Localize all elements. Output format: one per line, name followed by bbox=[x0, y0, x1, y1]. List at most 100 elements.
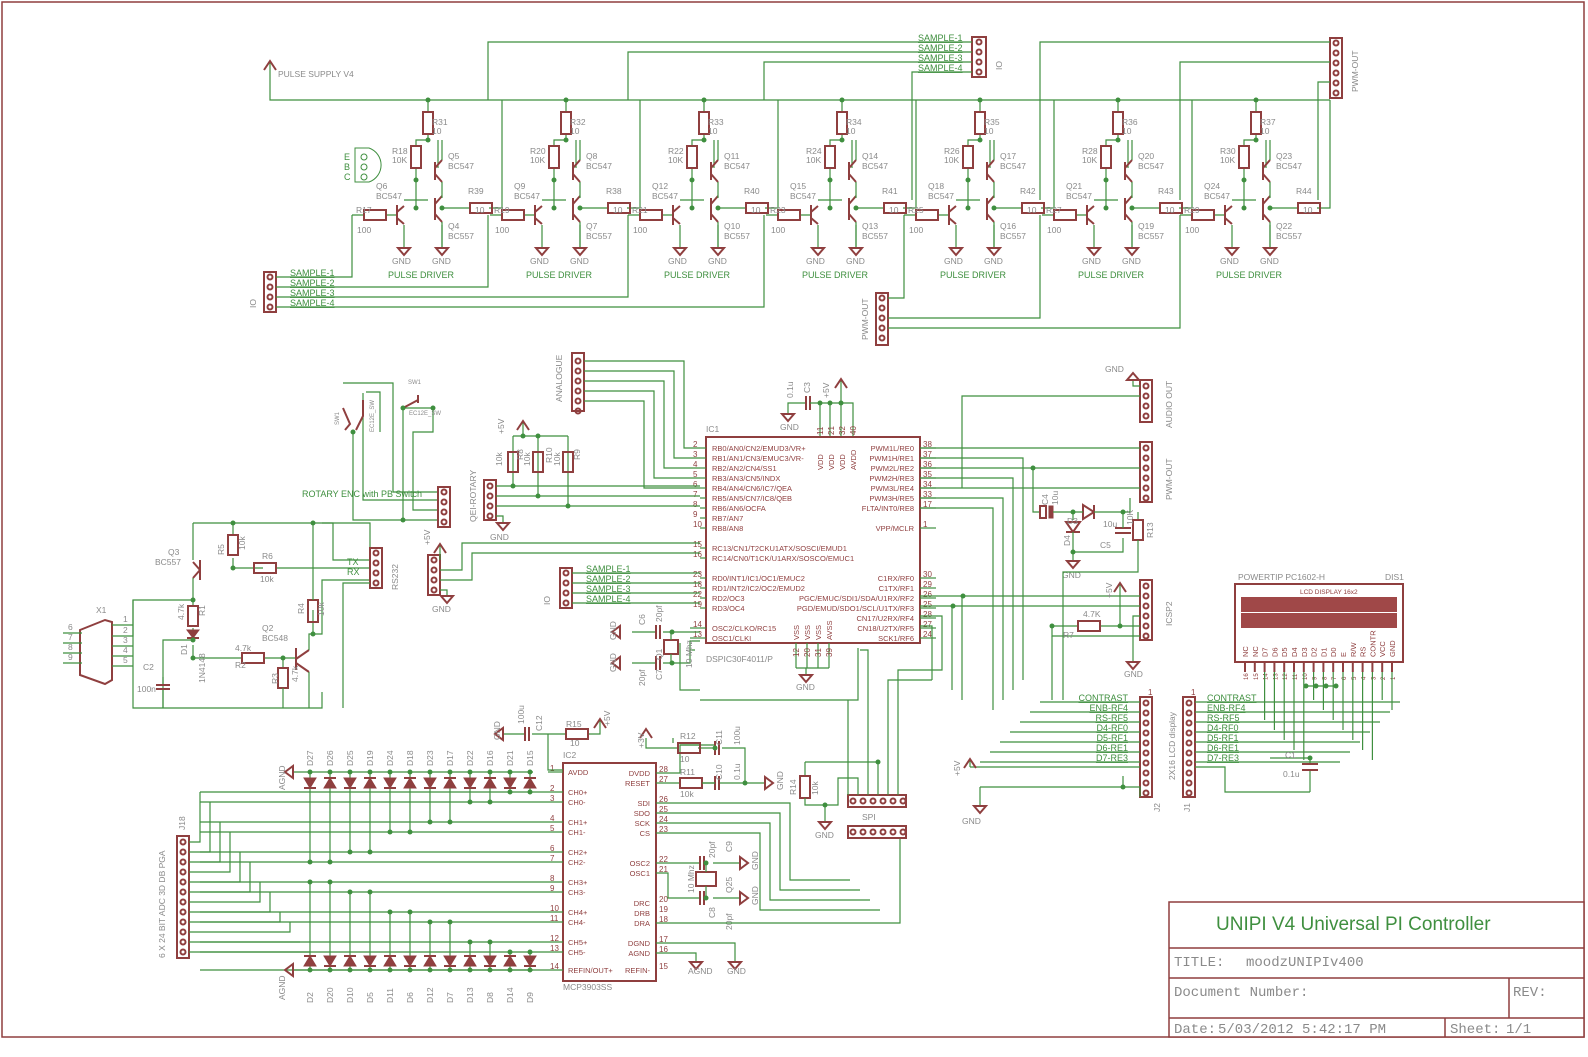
sw1-part: EC12E_SW bbox=[409, 411, 441, 417]
diode-ref: D7 bbox=[445, 992, 455, 1003]
spi-pin bbox=[879, 828, 887, 836]
net-sample-3-mid: SAMPLE-3 bbox=[586, 584, 631, 594]
ic1-pin-name: VSS bbox=[814, 625, 823, 640]
j18-pin bbox=[179, 838, 187, 846]
diode-ref: D15 bbox=[525, 750, 535, 766]
qhi-ref: Q23 bbox=[1276, 151, 1292, 161]
q1-ref: Q1 bbox=[654, 648, 664, 660]
ic1-pin-name: RD0/INT1/IC1/OC1/EMUC2 bbox=[712, 574, 805, 583]
ic1-pin-name: PWM2H/RE3 bbox=[869, 474, 914, 483]
c10-val: 0.1u bbox=[732, 763, 742, 780]
ic1-pin-num: 1 bbox=[923, 520, 928, 529]
ic1-pin-num: 32 bbox=[838, 426, 847, 435]
c8-val: 20pf bbox=[724, 913, 734, 930]
spi-pin bbox=[899, 828, 907, 836]
net-sample-4: SAMPLE-4 bbox=[918, 63, 963, 73]
ic1-pin-num: 5 bbox=[693, 470, 698, 479]
ic1-pin-name: RD3/OC4 bbox=[712, 604, 745, 613]
net-rx: RX bbox=[347, 567, 360, 577]
rs232-section: TX RX RS232 Q3 BC557 R5 10k R6 10k 4.7k … bbox=[132, 520, 400, 709]
io-connector-left: SAMPLE-1 SAMPLE-2 SAMPLE-3 SAMPLE-4 IO bbox=[248, 215, 765, 313]
ic1-pin-num: 29 bbox=[923, 580, 932, 589]
ic1-pin-name: C1RX/RF0 bbox=[878, 574, 914, 583]
spi-pin bbox=[859, 797, 867, 805]
rin-ref: R23 bbox=[770, 205, 786, 215]
db9-pin-num: 1 bbox=[123, 614, 128, 624]
ic2-pin-num: 17 bbox=[659, 935, 668, 944]
rb-ref: R26 bbox=[944, 146, 960, 156]
sw1-ref-2: SW1 bbox=[335, 411, 341, 425]
diode-ref: D14 bbox=[505, 987, 515, 1003]
ic1-pin-num: 12 bbox=[792, 648, 801, 657]
lcd-pin-name: D2 bbox=[1310, 647, 1319, 657]
rt-ref: R34 bbox=[846, 117, 862, 127]
j18-pin bbox=[179, 908, 187, 916]
rt-ref: R35 bbox=[984, 117, 1000, 127]
ic2-pin-name: CH3+ bbox=[568, 878, 588, 887]
rin-value: 100 bbox=[357, 225, 371, 235]
connector-pin bbox=[1185, 759, 1193, 767]
gnd-c9: GND bbox=[750, 851, 760, 870]
j18-pin bbox=[179, 848, 187, 856]
gnd-j2: GND bbox=[962, 816, 981, 826]
d4-ref: D4 bbox=[1062, 535, 1072, 546]
ic2-pin-num: 21 bbox=[659, 865, 668, 874]
j18-pin bbox=[179, 898, 187, 906]
net-lcd-label: ENB-RF4 bbox=[1089, 703, 1128, 713]
d3-ref: D3 bbox=[1067, 516, 1078, 526]
gnd-label: GND bbox=[984, 256, 1003, 266]
ic2-pin-name: AGND bbox=[628, 949, 650, 958]
lcd-pin-name: R/W bbox=[1349, 642, 1358, 658]
rt-value: 10 bbox=[708, 126, 718, 136]
qhi-type: BC547 bbox=[1276, 161, 1302, 171]
lcd-pin-name: D4 bbox=[1290, 647, 1299, 657]
db9-pin-num: 2 bbox=[123, 625, 128, 635]
rb-value: 10K bbox=[392, 155, 407, 165]
diode-ref: D16 bbox=[485, 750, 495, 766]
ic1-pin-name: PGC/EMUC/SDI1/SDA/U1RX/RF2 bbox=[799, 594, 914, 603]
ic1-pin-num: 15 bbox=[693, 540, 702, 549]
qlo-type: BC557 bbox=[586, 231, 612, 241]
net-sample-4-mid: SAMPLE-4 bbox=[586, 594, 631, 604]
ic1-pin-num: 11 bbox=[816, 426, 825, 435]
connector-pin bbox=[1185, 709, 1193, 717]
net-lcd-label: D7-RE3 bbox=[1096, 753, 1128, 763]
ic1-pin-name: AVSS bbox=[825, 621, 834, 640]
qin-type: BC547 bbox=[376, 191, 402, 201]
lcd-pin-name: D0 bbox=[1329, 647, 1338, 657]
ic1-pin-name: RB5/AN5/CN7/IC8/QEB bbox=[712, 494, 792, 503]
gnd-label: GND bbox=[806, 256, 825, 266]
io-connector-mid: SAMPLE-1 SAMPLE-2 SAMPLE-3 SAMPLE-4 IO bbox=[542, 564, 700, 609]
connector-pin bbox=[1185, 739, 1193, 747]
ic1-part: DSPIC30F4011/P bbox=[706, 654, 773, 664]
ic1-pin-name: RB8/AN8 bbox=[712, 524, 743, 533]
diode-ref: D2 bbox=[305, 992, 315, 1003]
r2-ref: R2 bbox=[235, 660, 246, 670]
c11-ref: C11 bbox=[714, 730, 724, 745]
net-lcd-label: ENB-RF4 bbox=[1207, 703, 1246, 713]
connector-pin bbox=[1185, 779, 1193, 787]
j18-pin bbox=[179, 938, 187, 946]
q25-val: 10 Mhz bbox=[686, 865, 696, 893]
ic2-pin-name: CH1+ bbox=[568, 818, 588, 827]
lcd-pin-num: 7 bbox=[1332, 676, 1338, 680]
j2-label: J2 bbox=[1152, 803, 1162, 812]
ic1-pin-num: 20 bbox=[803, 648, 812, 657]
ic2-pin-num: 10 bbox=[550, 904, 559, 913]
rout-value: 10 bbox=[1027, 205, 1037, 215]
net-sample-1: SAMPLE-1 bbox=[918, 33, 963, 43]
rb-ref: R22 bbox=[668, 146, 684, 156]
spi-section: SPI GND R14 10k bbox=[700, 596, 963, 840]
rt-value: 10 bbox=[432, 126, 442, 136]
rt-ref: R37 bbox=[1260, 117, 1276, 127]
c10-ref: C10 bbox=[714, 764, 724, 780]
ic1-pin-name: CN18/U2TX/RF5 bbox=[857, 624, 914, 633]
c4-val: 10u bbox=[1050, 491, 1060, 505]
ic1-pin-num: 10 bbox=[693, 520, 702, 529]
qin-type: BC547 bbox=[1204, 191, 1230, 201]
diode-ref: D19 bbox=[365, 750, 375, 766]
qin-ref: Q6 bbox=[376, 181, 388, 191]
